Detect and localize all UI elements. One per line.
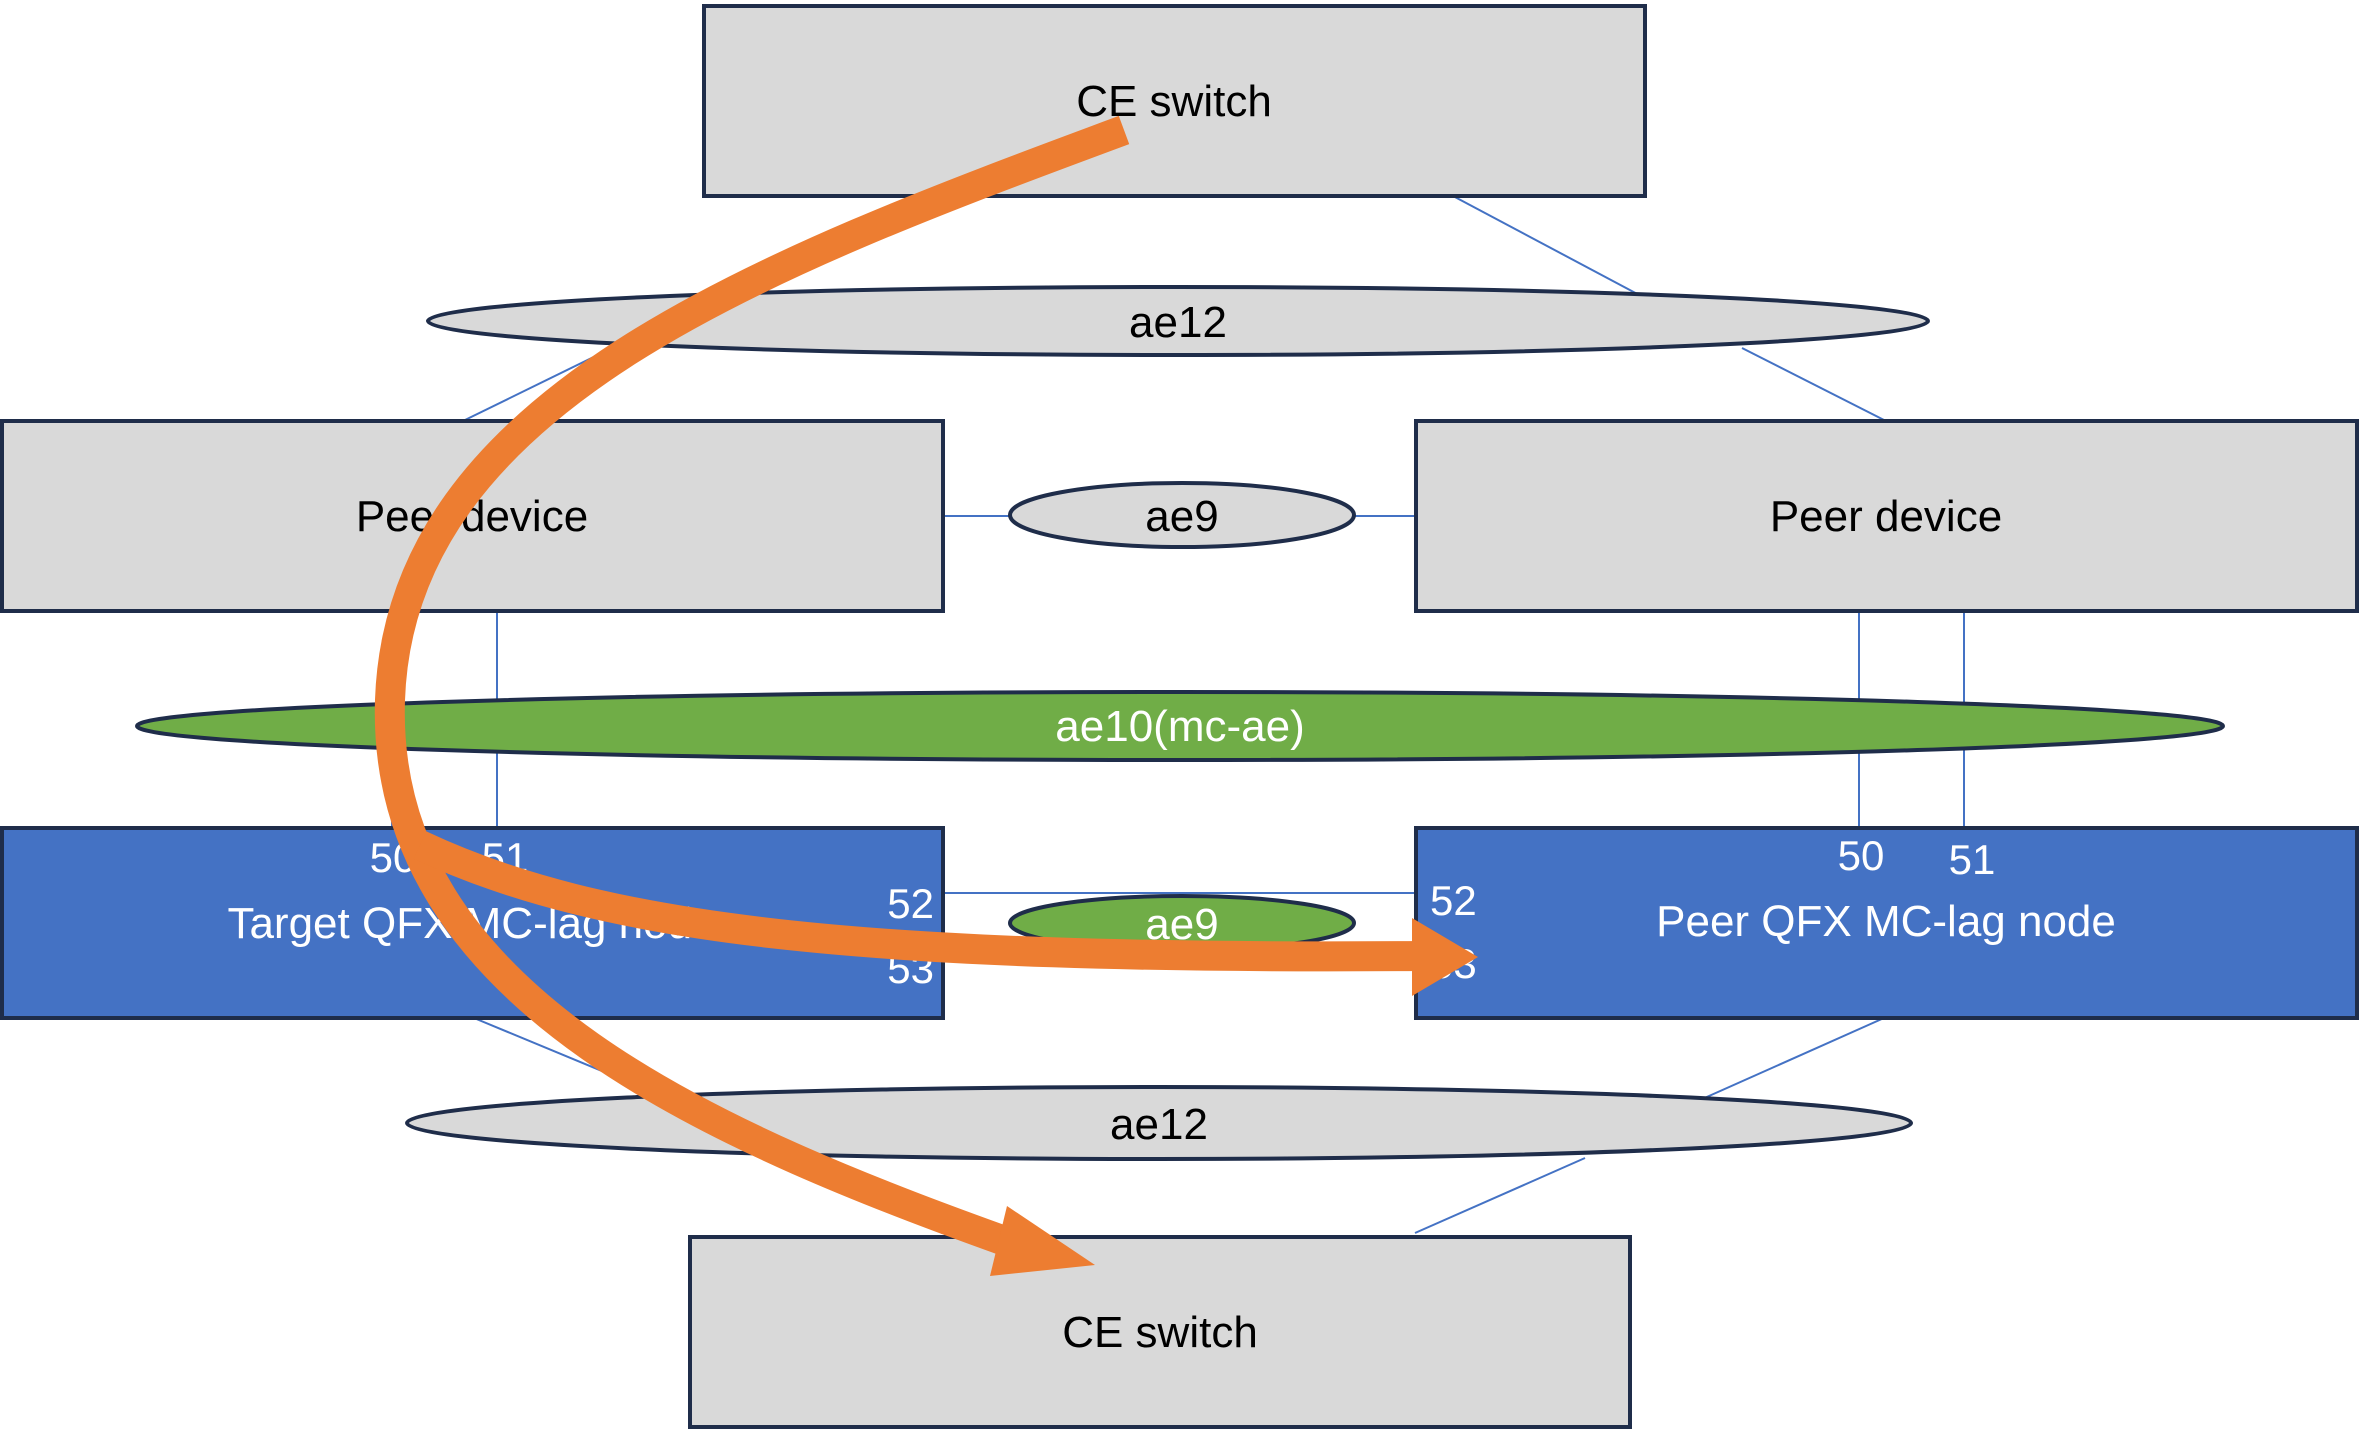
ae9-peer-label: ae9 [1145, 492, 1218, 541]
ae12-bottom-lag: ae12 [405, 1085, 1913, 1161]
traffic-flow [374, 115, 1478, 1276]
wire-ae12-ce-bottom-right [1414, 1157, 1586, 1234]
ae9-peer-lag: ae9 [1008, 481, 1356, 549]
ce-switch-bottom-box [688, 1235, 1632, 1429]
peer-qfx-port-52: 52 [1430, 877, 1477, 924]
peer-qfx-port-50: 50 [1838, 832, 1885, 879]
peer-device-left-box [0, 419, 945, 613]
peer-device-right-label: Peer device [1770, 492, 2002, 541]
wire-ce-top-right [1452, 195, 1644, 298]
peer-qfx-box [1414, 826, 2359, 1020]
peer-qfx-node: Peer QFX MC-lag node 50 51 52 53 [1414, 826, 2359, 1020]
wire-peer-qfx-ae12 [1699, 1017, 1885, 1101]
flow-arrowhead-ce-bottom [990, 1206, 1095, 1276]
ce-switch-bottom: CE switch [688, 1235, 1632, 1429]
peer-qfx-port-51: 51 [1949, 836, 1996, 883]
flow-arrowhead-peer-qfx [1412, 918, 1478, 996]
ae12-top-ellipse [426, 285, 1930, 357]
peer-device-left: Peer device [0, 419, 945, 613]
ce-switch-top-label: CE switch [1076, 77, 1272, 126]
ae10-mcae-lag: ae10(mc-ae) [135, 690, 2225, 762]
ae10-mcae-ellipse [135, 690, 2225, 762]
peer-device-right: Peer device [1414, 419, 2359, 613]
ae9-peer-ellipse [1008, 481, 1356, 549]
ce-switch-top-box [702, 4, 1647, 198]
ae12-top-label: ae12 [1129, 298, 1227, 347]
ae10-mcae-label: ae10(mc-ae) [1055, 702, 1304, 751]
peer-qfx-label: Peer QFX MC-lag node [1656, 897, 2116, 946]
ae12-bottom-label: ae12 [1110, 1100, 1208, 1149]
flow-path-to-peer-qfx [413, 831, 1421, 972]
ce-switch-top: CE switch [702, 4, 1647, 198]
peer-device-right-box [1414, 419, 2359, 613]
target-qfx-port-52: 52 [887, 880, 934, 927]
ae12-top-lag: ae12 [426, 285, 1930, 357]
wire-ae12-peer-right [1741, 347, 1885, 421]
ce-switch-bottom-label: CE switch [1062, 1308, 1258, 1357]
flow-path-ce-to-ce [374, 115, 1130, 1265]
